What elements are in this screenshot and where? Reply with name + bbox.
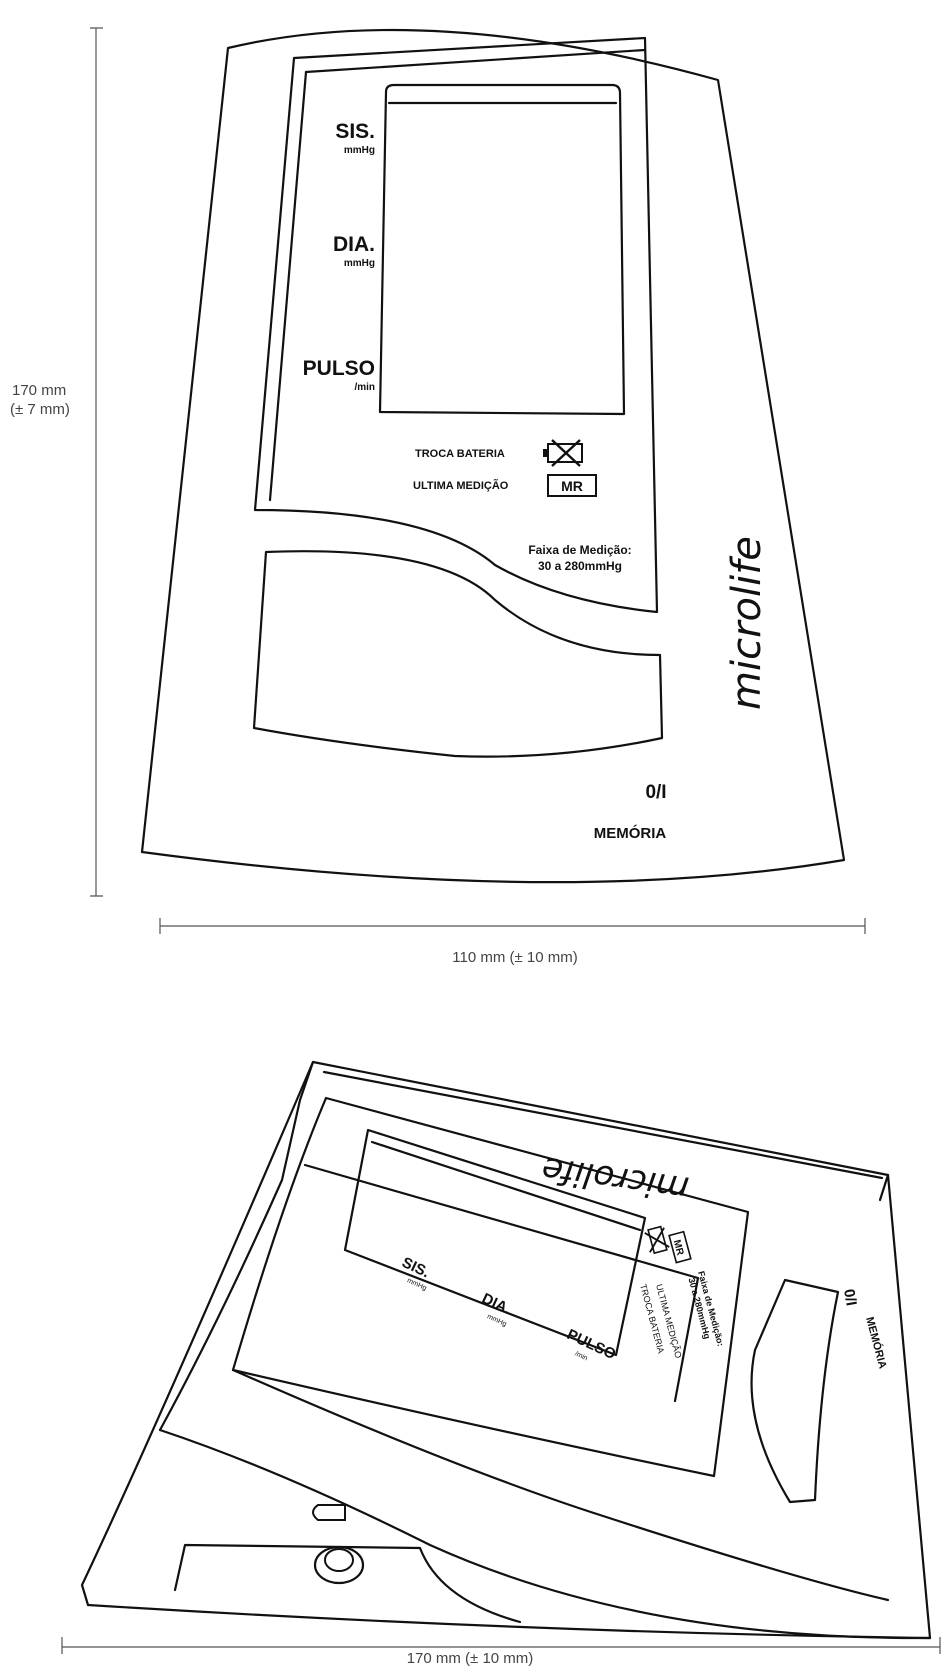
dia-label: DIA. bbox=[333, 233, 375, 256]
mr-label: MR bbox=[561, 478, 583, 494]
brand-logo: microlife bbox=[724, 536, 770, 710]
button-panel bbox=[252, 550, 664, 758]
side-memoria-label: MEMÓRIA bbox=[863, 1315, 889, 1370]
side-panel-face bbox=[231, 1096, 750, 1478]
width-dimension-label: 110 mm (± 10 mm) bbox=[452, 949, 577, 966]
memoria-label: MEMÓRIA bbox=[594, 824, 667, 842]
side-pulso-unit: /min bbox=[574, 1350, 589, 1362]
display-panel-frame bbox=[253, 36, 659, 614]
side-button-window bbox=[750, 1278, 840, 1504]
width-dimension-line bbox=[159, 918, 866, 934]
air-connector-icon bbox=[312, 1504, 365, 1585]
mr-box bbox=[547, 474, 597, 497]
battery-icon bbox=[543, 439, 583, 467]
side-width-dimension-label: 170 mm (± 10 mm) bbox=[407, 1650, 534, 1667]
side-mr-label: MR bbox=[671, 1239, 686, 1258]
troca-bateria-label: TROCA BATERIA bbox=[415, 448, 505, 460]
faixa-line2: 30 a 280mmHg bbox=[538, 559, 622, 573]
lcd-screen bbox=[378, 83, 626, 416]
power-label: 0/I bbox=[645, 782, 666, 803]
side-power-label: 0/I bbox=[840, 1288, 860, 1307]
ultima-medicao-label: ULTIMA MEDIÇÃO bbox=[413, 479, 509, 492]
display-panel-inner-frame bbox=[304, 48, 647, 74]
side-view: SIS. mmHg DIA. mmHg PULSO /min TROCA BAT… bbox=[61, 1060, 941, 1667]
side-top-face bbox=[322, 1070, 884, 1180]
height-tolerance-label: (± 7 mm) bbox=[10, 401, 70, 418]
side-battery-icon bbox=[644, 1225, 670, 1255]
side-width-dimension-line bbox=[61, 1637, 941, 1654]
side-base-recess bbox=[173, 1543, 522, 1624]
side-brand-logo: microlife bbox=[539, 1149, 691, 1209]
faixa-line1: Faixa de Medição: bbox=[528, 543, 631, 557]
height-dimension-line bbox=[90, 27, 103, 897]
pulso-unit: /min bbox=[354, 382, 375, 393]
height-dimension-label: 170 mm bbox=[12, 382, 66, 399]
side-lcd-screen bbox=[343, 1128, 647, 1357]
side-body-outline bbox=[80, 1060, 932, 1640]
sis-label: SIS. bbox=[335, 120, 375, 143]
device-body-outline bbox=[140, 28, 846, 884]
side-pulso-label: PULSO bbox=[564, 1326, 618, 1363]
side-mr-box bbox=[668, 1230, 692, 1264]
pulso-label: PULSO bbox=[303, 357, 375, 380]
dia-unit: mmHg bbox=[344, 258, 375, 269]
sis-unit: mmHg bbox=[344, 145, 375, 156]
front-view: 170 mm (± 7 mm) SIS. mmHg DIA. mmHg PULS… bbox=[10, 27, 866, 966]
